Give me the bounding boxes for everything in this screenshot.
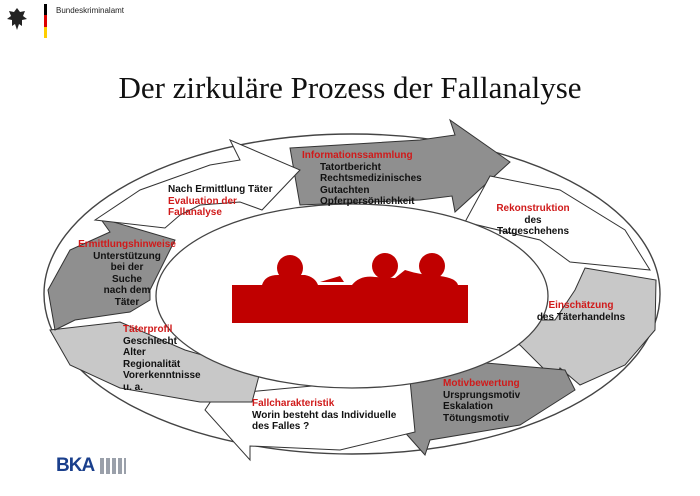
information-item: Opferpersönlichkeit xyxy=(320,196,415,207)
segment-evaluation xyxy=(93,139,301,229)
reconstruction-line-1: des xyxy=(524,214,542,226)
stage-reconstruction: Rekonstruktion des Tatgeschehens xyxy=(478,203,588,238)
header: Bundeskriminalamt xyxy=(0,0,700,40)
assessment-heading: Einschätzung xyxy=(548,300,614,311)
bka-logo-stripe xyxy=(100,458,126,474)
motive-item: Tötungsmotiv xyxy=(443,412,510,424)
german-flag-stripe xyxy=(44,4,47,38)
segment-information xyxy=(289,118,511,213)
stage-profile: Täterprofil Geschlecht Alter Regionalitä… xyxy=(123,324,201,393)
segment-profile xyxy=(49,321,261,403)
hints-item: Suche xyxy=(111,273,142,285)
profile-item: u. a. xyxy=(123,381,144,393)
profile-item: Alter xyxy=(123,347,146,358)
evaluation-heading-1: Evaluation der xyxy=(168,195,237,207)
stage-motive: Motivbewertung Ursprungsmotiv Eskalation… xyxy=(443,378,520,424)
stage-evaluation: Nach Ermittlung Täter Evaluation der Fal… xyxy=(168,184,272,219)
bka-logo-text: BKA xyxy=(56,455,95,476)
stage-hints: Ermittlungshinweise Unterstützung bei de… xyxy=(62,239,192,308)
hints-item: Täter xyxy=(114,296,140,308)
information-item: Tatortbericht xyxy=(320,161,381,173)
evaluation-line: Nach Ermittlung Täter xyxy=(168,184,273,195)
characteristic-line-2: des Falles ? xyxy=(252,421,310,432)
information-item: Gutachten xyxy=(320,184,370,196)
team-meeting-icon xyxy=(232,253,468,323)
stage-information: Informationssammlung Tatortbericht Recht… xyxy=(302,150,422,208)
page-title: Der zirkuläre Prozess der Fallanalyse xyxy=(118,70,582,105)
reconstruction-heading: Rekonstruktion xyxy=(496,203,570,214)
assessment-line: des Täterhandelns xyxy=(536,311,626,323)
information-heading: Informationssammlung xyxy=(302,150,413,161)
bka-logo: BKA xyxy=(56,455,126,477)
profile-item: Geschlecht xyxy=(123,335,177,347)
motive-heading: Motivbewertung xyxy=(443,378,520,389)
profile-heading: Täterprofil xyxy=(123,324,173,335)
segment-hints xyxy=(47,217,176,331)
stage-assessment: Einschätzung des Täterhandelns xyxy=(520,300,642,323)
hints-item: bei der xyxy=(110,262,144,273)
stage-characteristic: Fallcharakteristik Worin besteht das Ind… xyxy=(252,398,396,433)
information-item: Rechtsmedizinisches xyxy=(320,173,422,184)
characteristic-line-1: Worin besteht das Individuelle xyxy=(252,409,397,421)
profile-item: Vorerkenntnisse xyxy=(123,370,201,381)
motive-item: Eskalation xyxy=(443,401,494,412)
hints-item: Unterstützung xyxy=(93,250,161,262)
agency-name: Bundeskriminalamt xyxy=(56,6,125,15)
motive-item: Ursprungsmotiv xyxy=(443,389,521,401)
hints-heading: Ermittlungshinweise xyxy=(78,239,176,250)
hints-item: nach dem xyxy=(103,285,151,296)
profile-item: Regionalität xyxy=(123,358,181,370)
federal-eagle-icon xyxy=(7,8,27,30)
evaluation-heading-2: Fallanalyse xyxy=(168,207,222,218)
reconstruction-line-2: Tatgeschehens xyxy=(496,226,570,237)
characteristic-heading: Fallcharakteristik xyxy=(252,398,335,409)
